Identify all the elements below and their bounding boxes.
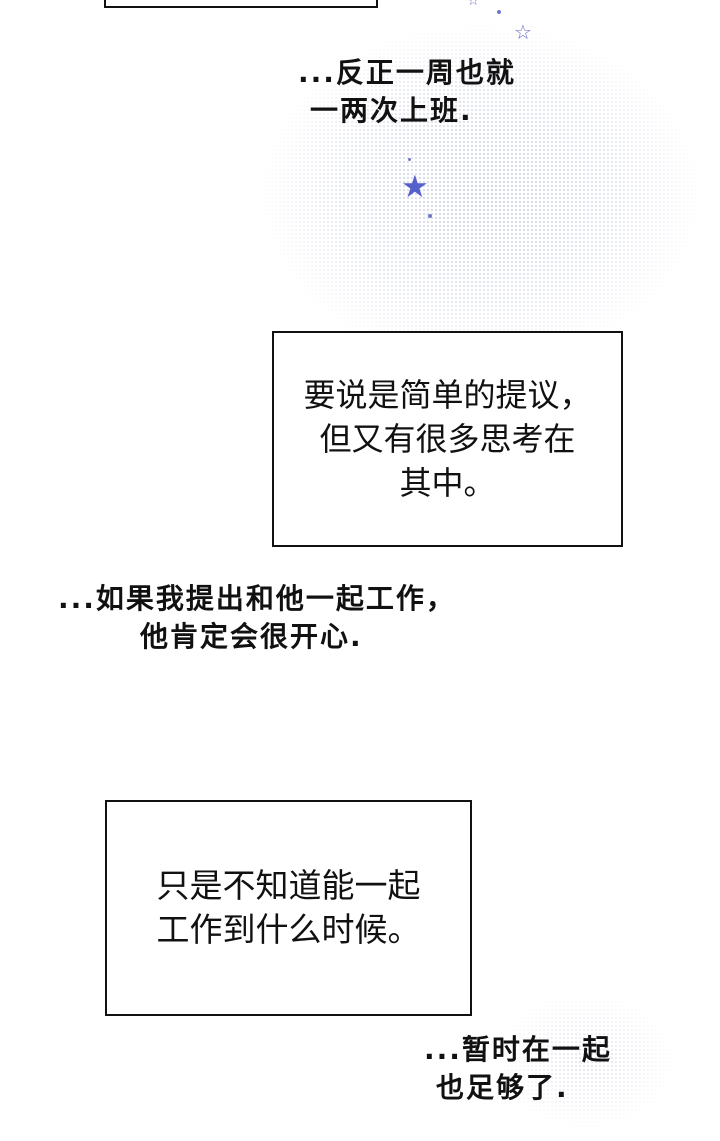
narration-line: 他肯定会很开心.	[140, 620, 363, 653]
narration-bottom: ...暂时在一起 也足够了.	[424, 1031, 612, 1107]
star-outline-icon: ☆	[467, 0, 480, 9]
caption-line: 只是不知道能一起	[156, 866, 421, 905]
caption-box-1: 要说是简单的提议， 但又有很多思考在 其中。	[272, 331, 623, 547]
caption-line: 工作到什么时候。	[156, 910, 421, 949]
narration-middle: ...如果我提出和他一起工作， 他肯定会很开心.	[58, 580, 456, 656]
narration-line: ...反正一周也就	[298, 56, 516, 89]
sparkle-dot	[497, 10, 501, 14]
narration-top: ...反正一周也就 一两次上班.	[298, 54, 516, 130]
narration-line: 也足够了.	[436, 1071, 569, 1104]
narration-line: 一两次上班.	[310, 94, 473, 127]
caption-line: 要说是简单的提议，	[303, 376, 592, 414]
star-outline-icon: ☆	[514, 20, 532, 44]
caption-box-2: 只是不知道能一起 工作到什么时候。	[105, 800, 472, 1016]
caption-line: 但又有很多思考在	[319, 420, 576, 458]
sparkle-dot	[428, 214, 432, 218]
previous-panel-edge	[104, 0, 378, 8]
sparkle-dot	[408, 158, 411, 161]
star-icon: ★	[401, 169, 429, 205]
narration-line: ...如果我提出和他一起工作，	[58, 582, 456, 615]
caption-line: 其中。	[399, 464, 496, 502]
narration-line: ...暂时在一起	[424, 1033, 612, 1066]
